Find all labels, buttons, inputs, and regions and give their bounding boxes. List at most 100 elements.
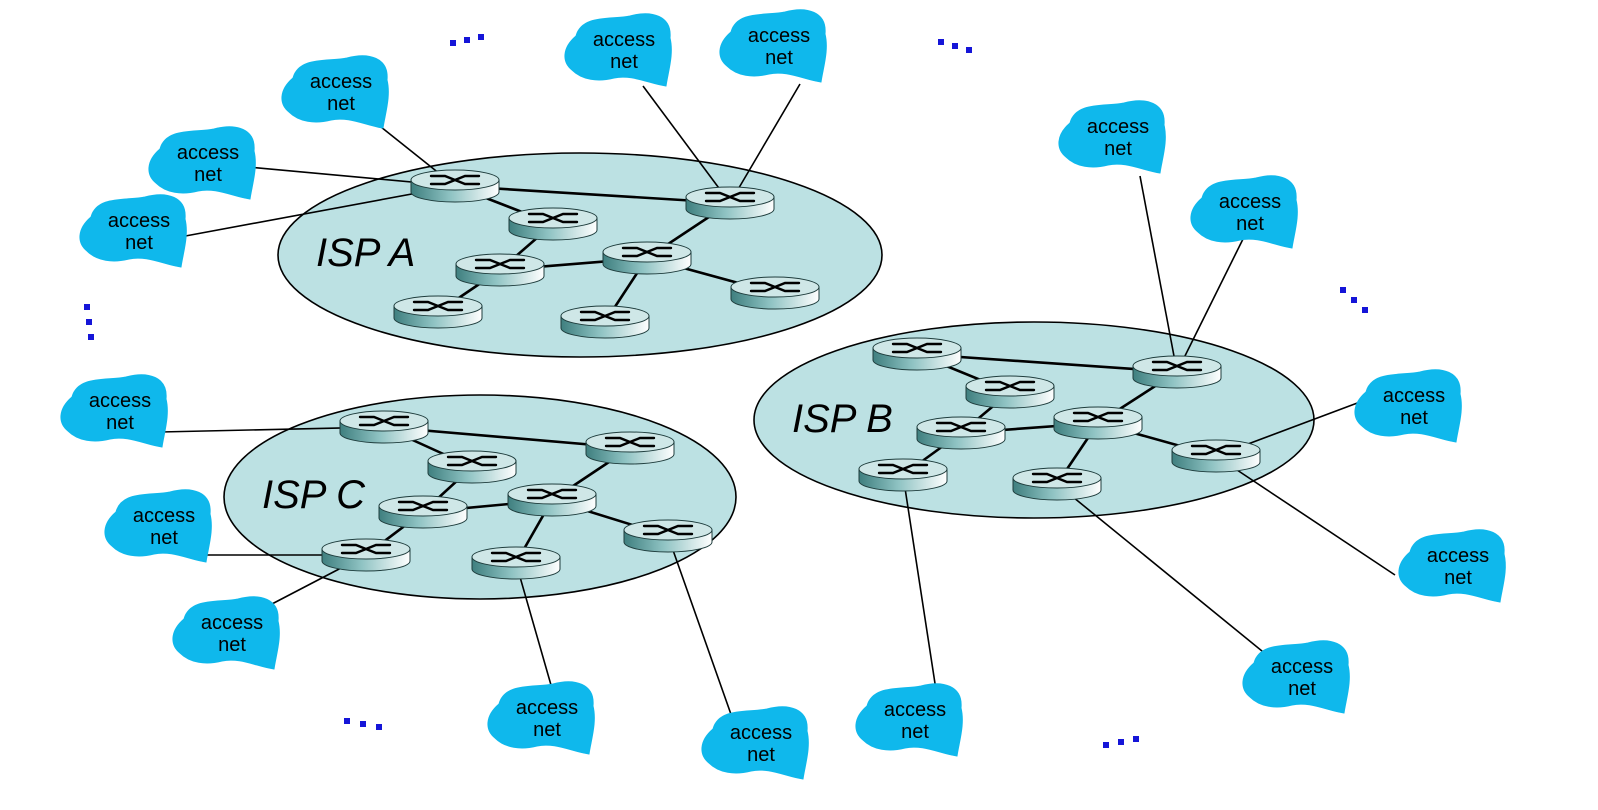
access-net-label-line2: net [1236,213,1264,235]
access-net-label-line2: net [1288,678,1316,700]
ellipses [84,34,1368,748]
router-icon [378,495,468,529]
access-net-shape [855,683,963,757]
router-icon [685,186,775,220]
access-net-label-line1: access [1087,116,1149,138]
access-net-label-line2: net [901,721,929,743]
router-icon [393,295,483,329]
ellipsis-icon-4 [1340,287,1368,313]
access-net-shape [79,194,187,268]
access-net-label-line2: net [533,719,561,741]
access-link-7 [1176,234,1246,373]
ellipsis-icon-2 [938,39,972,53]
router-icon [965,375,1055,409]
ellipsis-icon-3 [84,304,94,340]
router-icon [872,337,962,371]
access-net-shape [104,489,212,563]
access-net-label-line2: net [218,634,246,656]
access-net-label-line2: net [106,412,134,434]
router-icon [427,450,517,484]
access-net-shape [1190,175,1298,249]
access-link-11 [902,474,937,691]
access-net-shape [564,13,672,87]
access-net-label-line2: net [1400,407,1428,429]
access-net-label-line1: access [748,25,810,47]
access-net-label-line2: net [747,744,775,766]
router-icon [916,416,1006,450]
access-net-label-line1: access [884,699,946,721]
router-icon [730,276,820,310]
isp-b-label: ISP B [792,397,893,441]
access-net-shape [1398,529,1506,603]
access-net-label-line1: access [201,612,263,634]
routers [321,169,1261,580]
access-networks: accessnetaccessnetaccessnetaccessnetacce… [60,9,1506,780]
access-net-label-line2: net [150,527,178,549]
router-icon [858,458,948,492]
access-net-label-line2: net [194,164,222,186]
core-link-1 [454,184,731,205]
access-net-label-line1: access [133,505,195,527]
access-net-shape [281,55,389,129]
access-net-label-line1: access [1383,385,1445,407]
router-icon [410,169,500,203]
router-icon [1053,406,1143,440]
router-icon [508,207,598,241]
access-net-label-line1: access [1271,656,1333,678]
access-link-6 [1139,175,1178,373]
access-link-5 [179,185,456,238]
router-icon [1132,355,1222,389]
ellipsis-icon-1 [450,34,484,46]
access-link-9 [1215,455,1396,576]
router-icon [471,546,561,580]
access-net-label-line1: access [516,697,578,719]
access-net-label-line1: access [310,71,372,93]
access-net-label-line2: net [765,47,793,69]
ellipsis-icon-6 [1103,736,1139,748]
router-icon [585,431,675,465]
access-net-label-line2: net [610,51,638,73]
router-icon [507,483,597,517]
access-net-shape [701,706,809,780]
access-net-shape [1354,369,1462,443]
access-net-label-line1: access [1427,545,1489,567]
access-net-label-line1: access [593,29,655,51]
access-net-shape [719,9,827,83]
access-net-shape [172,596,280,670]
router-icon [455,253,545,287]
ellipsis-icon-5 [344,718,382,730]
access-link-16 [667,535,734,721]
access-link-1 [642,85,731,204]
access-net-label-line1: access [108,210,170,232]
isp-a-label: ISP A [316,231,415,275]
router-icon [602,241,692,275]
access-link-2 [729,83,801,204]
access-net-label-line1: access [177,142,239,164]
access-net-label-line1: access [89,390,151,412]
router-icon [1012,467,1102,501]
access-net-shape [148,126,256,200]
router-icon [339,410,429,444]
access-link-10 [1056,483,1274,661]
router-icon [1171,439,1261,473]
access-net-shape [60,374,168,448]
access-net-label-line2: net [1444,567,1472,589]
router-icon [623,519,713,553]
access-net-shape [1242,640,1350,714]
access-net-shape [1058,100,1166,174]
